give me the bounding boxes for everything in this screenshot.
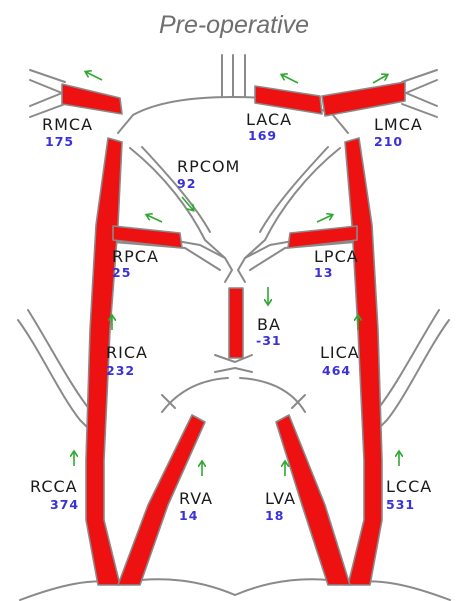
rcca-label: RCCA [30,477,78,496]
laca-value: 169 [248,128,277,143]
lpca-value: 13 [314,265,333,280]
rmca-fork-outline [30,80,62,106]
lmca-value: 210 [374,134,403,149]
rmca-segment [62,84,122,114]
laca-label: LACA [246,110,292,129]
lica-value: 464 [322,363,351,378]
ba-value: -31 [256,333,282,348]
laca-arrow-icon [282,75,298,83]
rpcom-value: 92 [177,176,196,191]
rica-label: RICA [106,343,148,362]
lmca-arrow-icon [373,75,387,83]
lcca-label: LCCA [386,477,432,496]
lpca-segment [288,226,357,248]
rpca-value: 25 [112,265,131,280]
lica-label: LICA [320,343,360,362]
ba-label: BA [257,315,281,334]
rpca-arrow-icon [147,215,162,222]
rica-value: 232 [106,363,135,378]
lmca-fork-outline [406,80,437,106]
rmca-label: RMCA [42,115,93,134]
rpca-segment [113,226,182,248]
lva-value: 18 [265,508,284,523]
lmca-label: LMCA [374,115,423,134]
rpcom-label: RPCOM [177,157,240,176]
lpca-arrow-icon [317,215,332,222]
lmca-segment [322,82,405,116]
lcca-value: 531 [386,497,415,512]
diagram-title: Pre-operative [159,11,309,39]
rcca-value: 374 [50,497,79,512]
acomm-stub-outline [222,55,245,97]
lpca-label: LPCA [314,247,359,266]
rmca-value: 175 [45,134,74,149]
rva-label: RVA [179,489,213,508]
ba-segment [229,288,243,358]
rva-value: 14 [179,508,198,523]
rpca-label: RPCA [112,247,159,266]
lva-label: LVA [265,489,296,508]
rmca-arrow-icon [86,72,102,80]
